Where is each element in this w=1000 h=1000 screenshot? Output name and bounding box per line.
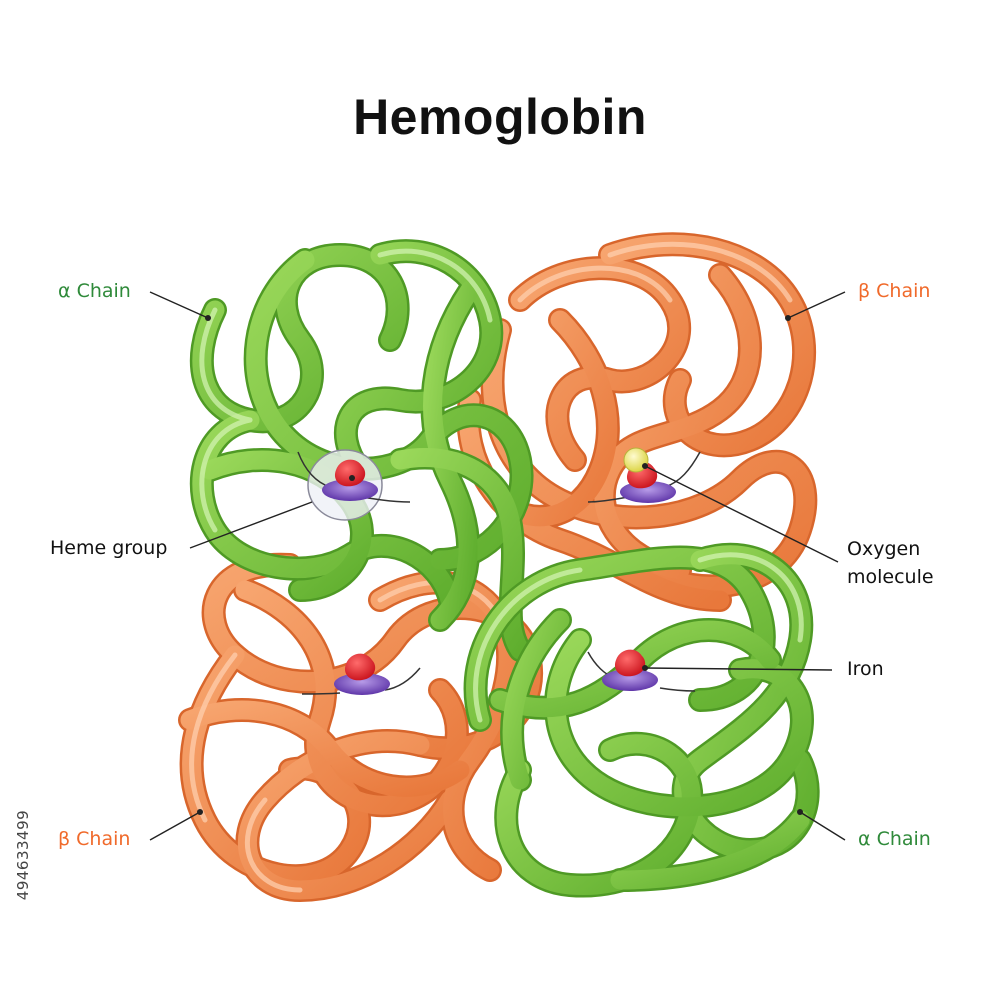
heme-group-bottom-right	[587, 649, 696, 692]
leader-beta-bottom	[149, 811, 201, 841]
leader-iron	[644, 667, 833, 671]
leader-dot	[197, 809, 203, 815]
label-iron: Iron	[847, 658, 884, 680]
stock-id-watermark: 494633499	[10, 755, 36, 955]
leader-alpha-top	[149, 291, 209, 319]
label-oxygen-line1: Oxygen	[847, 538, 921, 560]
label-alpha-chain-bottom: α Chain	[858, 828, 931, 850]
label-beta-chain-bottom: β Chain	[58, 828, 131, 850]
leader-oxygen	[644, 465, 839, 563]
leader-heme-group	[189, 501, 313, 549]
alpha-chain-top-left	[189, 239, 534, 662]
label-beta-chain-top: β Chain	[858, 280, 931, 302]
label-oxygen-line2: molecule	[847, 566, 934, 588]
heme-group-top-left	[297, 449, 411, 521]
leader-alpha-bottom	[799, 811, 846, 841]
heme-group-top-right	[587, 447, 701, 503]
leader-dot	[785, 315, 791, 321]
diagram-title: Hemoglobin	[353, 89, 647, 145]
leader-dot	[205, 315, 211, 321]
iron-dot	[349, 475, 355, 481]
label-alpha-chain-top: α Chain	[58, 280, 131, 302]
label-heme-group: Heme group	[50, 537, 168, 559]
leader-lines	[149, 291, 846, 841]
heme-group-bottom-left	[301, 653, 421, 695]
stock-id-text: 494633499	[14, 809, 32, 901]
leader-beta-top	[787, 291, 846, 319]
leader-dot	[797, 809, 803, 815]
